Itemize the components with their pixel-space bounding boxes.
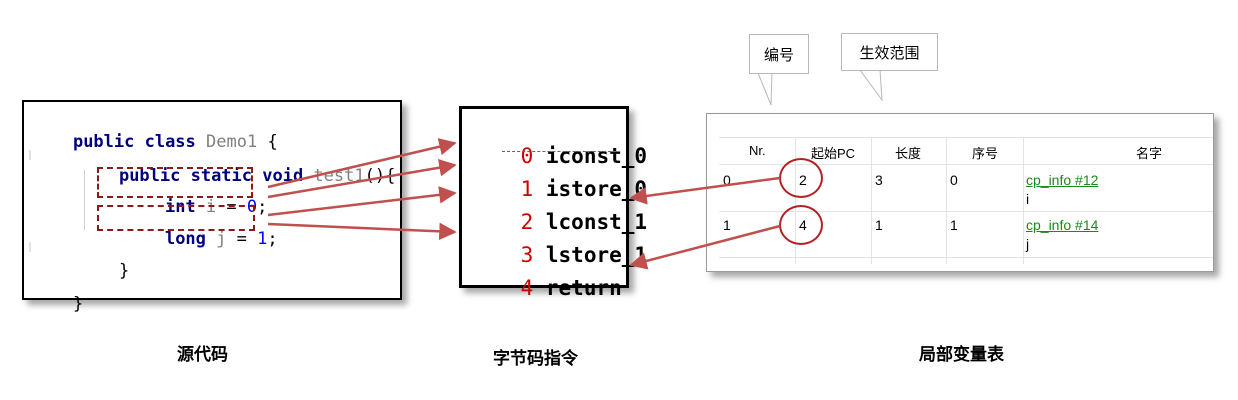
arrow-int-to-istore [267,159,457,199]
table-row-divider [719,211,1213,212]
cell-length: 1 [875,217,883,233]
table-column-divider [795,137,796,264]
caption-source-code: 源代码 [177,345,228,365]
gutter-marker [29,150,31,160]
gutter-marker [29,242,31,252]
bytecode-instruction: 0 iconst_0 [520,144,648,168]
indent-guide [84,170,85,230]
cell-index: 1 [950,217,958,233]
bytecode-instruction: 4 return [520,276,622,300]
arrow-pc2-to-lconst [629,176,781,205]
cell-nr: 0 [723,172,731,188]
cell-nr: 1 [723,217,731,233]
code-line-method-decl: public static void test1(){ [118,166,396,186]
callout-scope: 生效范围 [841,33,938,71]
arrow-long-to-lstore [267,222,457,241]
arrow-pc4-to-return [629,224,781,270]
source-code-panel: public class Demo1 { public static void … [22,100,402,314]
table-column-divider [946,137,947,264]
code-line-class-close: } [72,294,84,314]
table-row-divider [719,257,1213,258]
cp-info-link[interactable]: cp_info #14 [1026,217,1099,233]
arrow-long-to-lconst [267,186,457,217]
cell-name: i [1026,191,1030,207]
column-header-index: 序号 [972,146,999,161]
bytecode-divider [502,151,616,152]
table-row-divider [719,137,1213,138]
code-line-int-decl: int i = 0; [164,197,268,217]
code-line-class-decl: public class Demo1 { [72,132,278,152]
cell-index: 0 [950,172,958,188]
caption-local-variable-table: 局部变量表 [919,345,1004,365]
table-column-divider [871,137,872,264]
highlight-circle-start-pc [779,205,823,245]
cp-info-link[interactable]: cp_info #12 [1026,172,1099,188]
column-header-start-pc: 起始PC [811,146,856,161]
bytecode-panel: 0 iconst_0 1 istore_0 2 lconst_1 3 lstor… [459,106,647,300]
arrow-int-to-iconst [267,138,457,189]
cell-name: j [1026,236,1030,252]
code-line-method-close: } [118,261,130,281]
callout-number: 编号 [749,34,809,74]
local-variable-table: Nr. 起始PC 长度 序号 名字 0 2 3 0 cp_info #12 i … [706,113,1214,272]
highlight-box-long [97,205,255,231]
highlight-box-int [97,167,253,198]
cell-length: 3 [875,172,883,188]
column-header-length: 长度 [895,146,922,161]
table-row-divider [719,164,1213,165]
column-header-name: 名字 [1136,146,1163,161]
caption-bytecode: 字节码指令 [493,349,578,369]
bytecode-instruction: 2 lconst_1 [520,210,648,234]
column-header-nr: Nr. [749,143,766,158]
callout-pointers [757,69,883,106]
table-column-divider [1023,137,1024,264]
code-line-long-decl: long j = 1; [164,229,278,249]
